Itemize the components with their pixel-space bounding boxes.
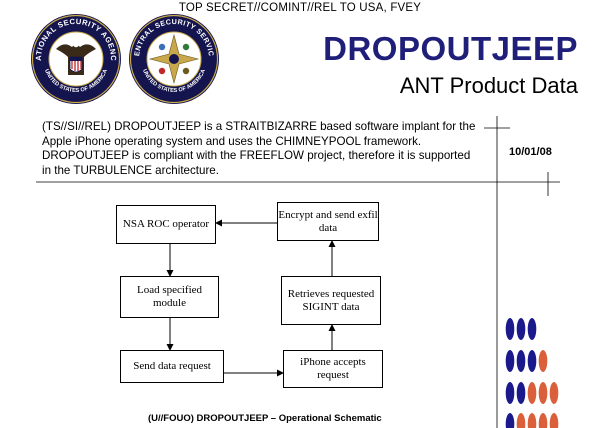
description-paragraph: (TS//SI//REL) DROPOUTJEEP is a STRAITBIZ… — [42, 120, 476, 177]
decorative-dot — [505, 413, 515, 428]
schematic-caption: (U//FOUO) DROPOUTJEEP – Operational Sche… — [148, 413, 382, 424]
step-retrieves-sigint: Retrieves requested SIGINT data — [281, 276, 381, 325]
agency-seals: NATIONAL SECURITY AGENCY UNITED STATES O… — [30, 13, 219, 104]
decorative-dot — [538, 413, 548, 428]
decorative-dot — [538, 382, 548, 404]
step-label: NSA ROC operator — [122, 218, 210, 230]
step-label: iPhone accepts request — [300, 356, 366, 381]
decorative-dot — [516, 413, 526, 428]
decorative-dot — [505, 382, 515, 404]
step-load-module: Load specified module — [120, 276, 219, 318]
decorative-dot — [527, 382, 537, 404]
step-label: Retrieves requested SIGINT data — [287, 287, 375, 313]
decorative-dot — [527, 413, 537, 428]
page-title: DROPOUTJEEP — [323, 30, 578, 67]
step-label: Encrypt and send exfil data — [278, 208, 378, 234]
decorative-dot — [516, 318, 526, 340]
step-iphone-accepts: iPhone accepts request — [283, 350, 383, 388]
step-label: Send data request — [133, 360, 211, 372]
decorative-dot — [527, 318, 537, 340]
document-date: 10/01/08 — [509, 146, 552, 158]
decorative-dot — [549, 382, 559, 404]
compass-star-icon — [148, 33, 200, 85]
eagle-icon — [56, 40, 96, 75]
classification-banner: TOP SECRET//COMINT//REL TO USA, FVEY — [178, 2, 422, 14]
decorative-dot — [505, 318, 515, 340]
step-send-data-request: Send data request — [120, 350, 224, 383]
step-nsa-roc-operator: NSA ROC operator — [116, 205, 216, 244]
decorative-dot — [549, 413, 559, 428]
decorative-dot — [527, 350, 537, 372]
nsa-seal: NATIONAL SECURITY AGENCY UNITED STATES O… — [30, 13, 121, 104]
step-encrypt-send: Encrypt and send exfil data — [277, 202, 379, 241]
decorative-dot — [516, 350, 526, 372]
step-label: Load specified module — [136, 284, 203, 309]
decorative-dot — [538, 350, 548, 372]
decorative-dot — [505, 350, 515, 372]
css-seal: CENTRAL SECURITY SERVICE UNITED STATES O… — [30, 13, 219, 104]
page-subtitle: ANT Product Data — [399, 73, 578, 98]
decorative-dot — [516, 382, 526, 404]
